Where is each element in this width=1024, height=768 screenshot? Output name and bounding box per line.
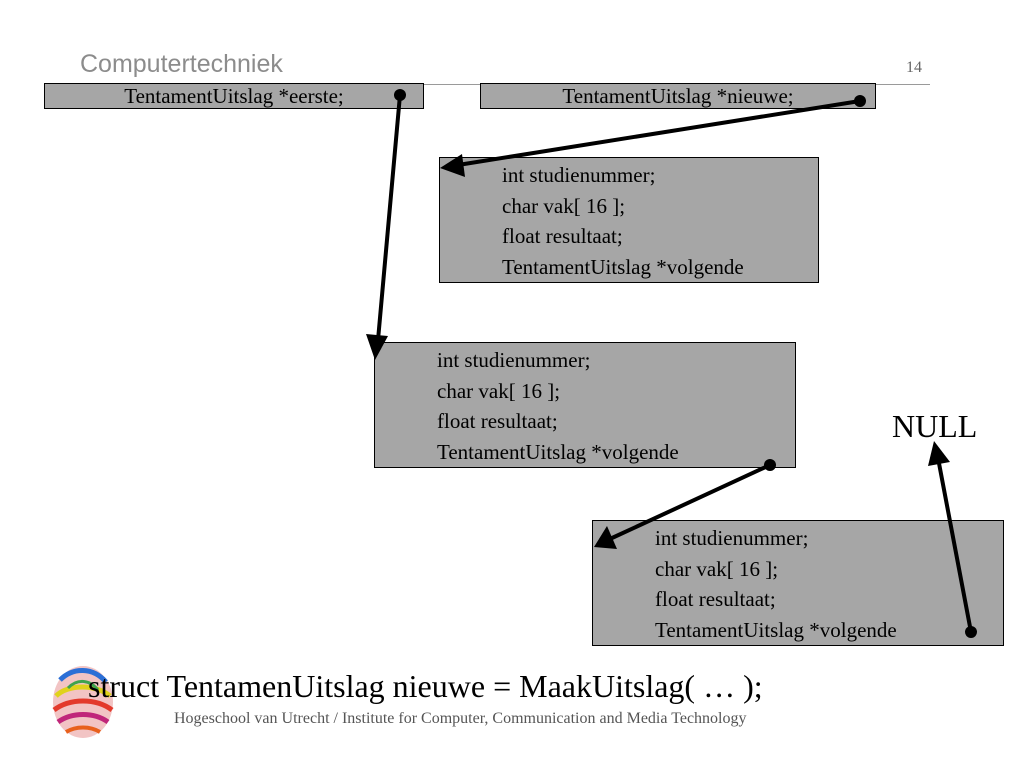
logo-fingerprint-icon (52, 666, 114, 738)
struct-node-second: int studienummer; char vak[ 16 ]; float … (592, 520, 1004, 646)
pointer-eerste-label: TentamentUitslag *eerste; (124, 84, 344, 108)
node-field-vak: char vak[ 16 ]; (502, 193, 626, 218)
node-field-studienummer: int studienummer; (655, 526, 809, 550)
node-field-vak: char vak[ 16 ]; (437, 378, 561, 403)
struct-node-new: int studienummer; char vak[ 16 ]; float … (439, 157, 819, 283)
pointer-nieuwe-label: TentamentUitslag *nieuwe; (562, 84, 794, 108)
node-field-vak: char vak[ 16 ]; (655, 556, 779, 581)
node-field-volgende: TentamentUitslag *volgende (655, 617, 897, 642)
node-field-resultaat: float resultaat; (502, 224, 623, 248)
slide-header-title: Computertechniek (80, 50, 283, 78)
node-field-studienummer: int studienummer; (502, 163, 656, 187)
code-statement: struct TentamenUitslag nieuwe = MaakUits… (88, 668, 763, 704)
node-field-studienummer: int studienummer; (437, 348, 591, 372)
pointer-nieuwe-box: TentamentUitslag *nieuwe; (480, 83, 876, 109)
arrow-nieuwe-to-node (456, 99, 862, 167)
node-field-resultaat: float resultaat; (655, 587, 776, 611)
arrow-eerste-to-node (376, 93, 402, 342)
node-field-volgende: TentamentUitslag *volgende (437, 439, 679, 464)
arrowhead-null (928, 441, 950, 466)
pointer-eerste-box: TentamentUitslag *eerste; (44, 83, 424, 109)
node-field-volgende: TentamentUitslag *volgende (502, 254, 744, 279)
struct-node-first: int studienummer; char vak[ 16 ]; float … (374, 342, 796, 468)
page-number: 14 (906, 59, 922, 76)
footer-institution: Hogeschool van Utrecht / Institute for C… (174, 710, 747, 727)
node-field-resultaat: float resultaat; (437, 409, 558, 433)
null-label: NULL (892, 408, 978, 444)
